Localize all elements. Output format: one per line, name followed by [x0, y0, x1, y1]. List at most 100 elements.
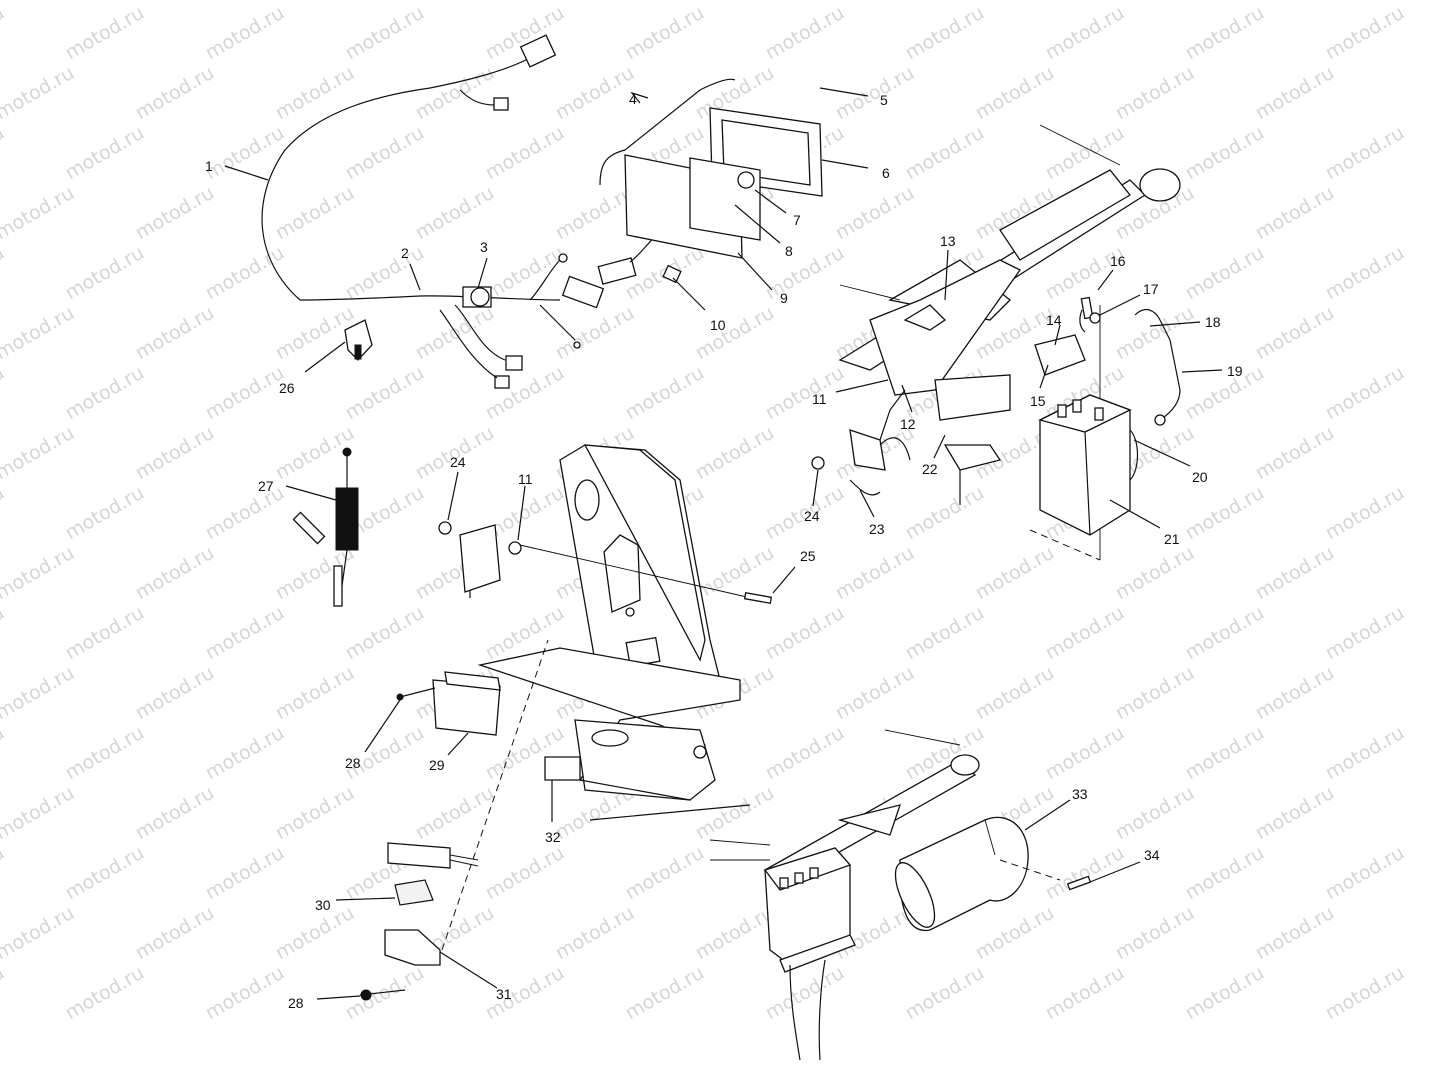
watermark-text: motod.ru [1322, 362, 1408, 425]
watermark-text: motod.ru [0, 302, 78, 365]
watermark-text: motod.ru [622, 962, 708, 1025]
leader-lines [224, 87, 1223, 1000]
watermark-text: motod.ru [1252, 62, 1338, 125]
watermark-text: motod.ru [1322, 722, 1408, 785]
callout-17: 17 [1143, 281, 1159, 297]
watermark-text: motod.ru [1252, 422, 1338, 485]
callout-30: 30 [315, 897, 331, 913]
callout-2: 2 [401, 245, 409, 261]
watermark-text: motod.ru [0, 122, 8, 185]
watermark-text: motod.ru [692, 422, 778, 485]
watermark-text: motod.ru [552, 0, 638, 4]
watermark-text: motod.ru [972, 62, 1058, 125]
watermark-text: motod.ru [1112, 62, 1198, 125]
watermark-text: motod.ru [1252, 182, 1338, 245]
callout-7: 7 [793, 212, 801, 228]
watermark-text: motod.ru [692, 542, 778, 605]
regulator [396, 671, 501, 736]
callout-19: 19 [1227, 363, 1243, 379]
watermark-text: motod.ru [0, 0, 78, 4]
watermark-text: motod.ru [202, 602, 288, 665]
watermark-text: motod.ru [1042, 722, 1128, 785]
watermark-text: motod.ru [902, 602, 988, 665]
watermark-text: motod.ru [1042, 842, 1128, 905]
watermark-text: motod.ru [132, 422, 218, 485]
callout-4: 4 [629, 91, 637, 107]
callout-21: 21 [1164, 531, 1180, 547]
callout-27: 27 [258, 478, 274, 494]
watermark-text: motod.ru [902, 962, 988, 1025]
watermark-text: motod.ru [622, 842, 708, 905]
watermark-text: motod.ru [132, 542, 218, 605]
callout-34: 34 [1144, 847, 1160, 863]
watermark-text: motod.ru [1112, 902, 1198, 965]
callout-8: 8 [785, 243, 793, 259]
watermark-text: motod.ru [1182, 962, 1268, 1025]
watermark-text: motod.ru [902, 2, 988, 65]
callout-5: 5 [880, 92, 888, 108]
battery-cable [1079, 296, 1181, 426]
watermark-text: motod.ru [62, 602, 148, 665]
watermark-text: motod.ru [342, 722, 428, 785]
watermark-text: motod.ru [482, 122, 568, 185]
callout-28-lower: 28 [288, 995, 304, 1011]
watermark-text: motod.ru [832, 0, 918, 4]
watermark-text: motod.ru [342, 122, 428, 185]
watermark-text: motod.ru [62, 482, 148, 545]
upper-right-frame [838, 124, 1181, 561]
callout-14: 14 [1046, 312, 1062, 328]
watermark-text: motod.ru [832, 182, 918, 245]
watermark-text: motod.ru [692, 302, 778, 365]
callout-11-right: 11 [812, 391, 827, 407]
callout-16: 16 [1110, 253, 1126, 269]
watermark-text: motod.ru [1252, 0, 1338, 4]
watermark-text: motod.ru [482, 242, 568, 305]
coil-resistor [292, 447, 359, 607]
wiring-harness [261, 34, 668, 389]
watermark-text: motod.ru [132, 182, 218, 245]
callout-6: 6 [882, 165, 890, 181]
battery-pad [1034, 334, 1086, 376]
watermark-text: motod.ru [0, 542, 78, 605]
watermark-text: motod.ru [1182, 122, 1268, 185]
watermark-text: motod.ru [762, 242, 848, 305]
watermark-text: motod.ru [0, 62, 78, 125]
watermark-text: motod.ru [132, 662, 218, 725]
watermark-text: motod.ru [132, 902, 218, 965]
watermark-text: motod.ru [0, 782, 78, 845]
fuse-holder [359, 639, 549, 1001]
watermark-text: motod.ru [412, 302, 498, 365]
watermark-text: motod.ru [272, 542, 358, 605]
watermark-text: motod.ru [1042, 122, 1128, 185]
watermark-text: motod.ru [692, 782, 778, 845]
watermark-text: motod.ru [342, 962, 428, 1025]
callout-25: 25 [800, 548, 816, 564]
watermark-text: motod.ru [0, 842, 8, 905]
watermark-text: motod.ru [62, 722, 148, 785]
watermark-text: motod.ru [272, 782, 358, 845]
watermark-text: motod.ru [0, 182, 78, 245]
watermark-text: motod.ru [202, 482, 288, 545]
watermark-text: motod.ru [1322, 2, 1408, 65]
watermark-text: motod.ru [0, 482, 8, 545]
watermark-text: motod.ru [0, 362, 8, 425]
callout-1: 1 [205, 158, 213, 174]
watermark-text: motod.ru [552, 302, 638, 365]
watermark-text: motod.ru [1112, 662, 1198, 725]
watermark-text: motod.ru [1252, 542, 1338, 605]
watermark-text: motod.ru [0, 242, 8, 305]
callout-11-left: 11 [518, 471, 533, 487]
watermark-text: motod.ru [1042, 2, 1128, 65]
watermark-text: motod.ru [622, 2, 708, 65]
watermark-text: motod.ru [272, 0, 358, 4]
bracket-23 [811, 389, 911, 496]
watermark-text: motod.ru [62, 362, 148, 425]
callout-31: 31 [496, 986, 512, 1002]
watermark-text: motod.ru [1252, 302, 1338, 365]
watermark-text: motod.ru [902, 122, 988, 185]
watermark-text: motod.ru [1112, 302, 1198, 365]
watermark-text: motod.ru [0, 602, 8, 665]
ignition-key [344, 319, 373, 361]
bolt-25 [743, 592, 773, 604]
watermark-text: motod.ru [202, 362, 288, 425]
